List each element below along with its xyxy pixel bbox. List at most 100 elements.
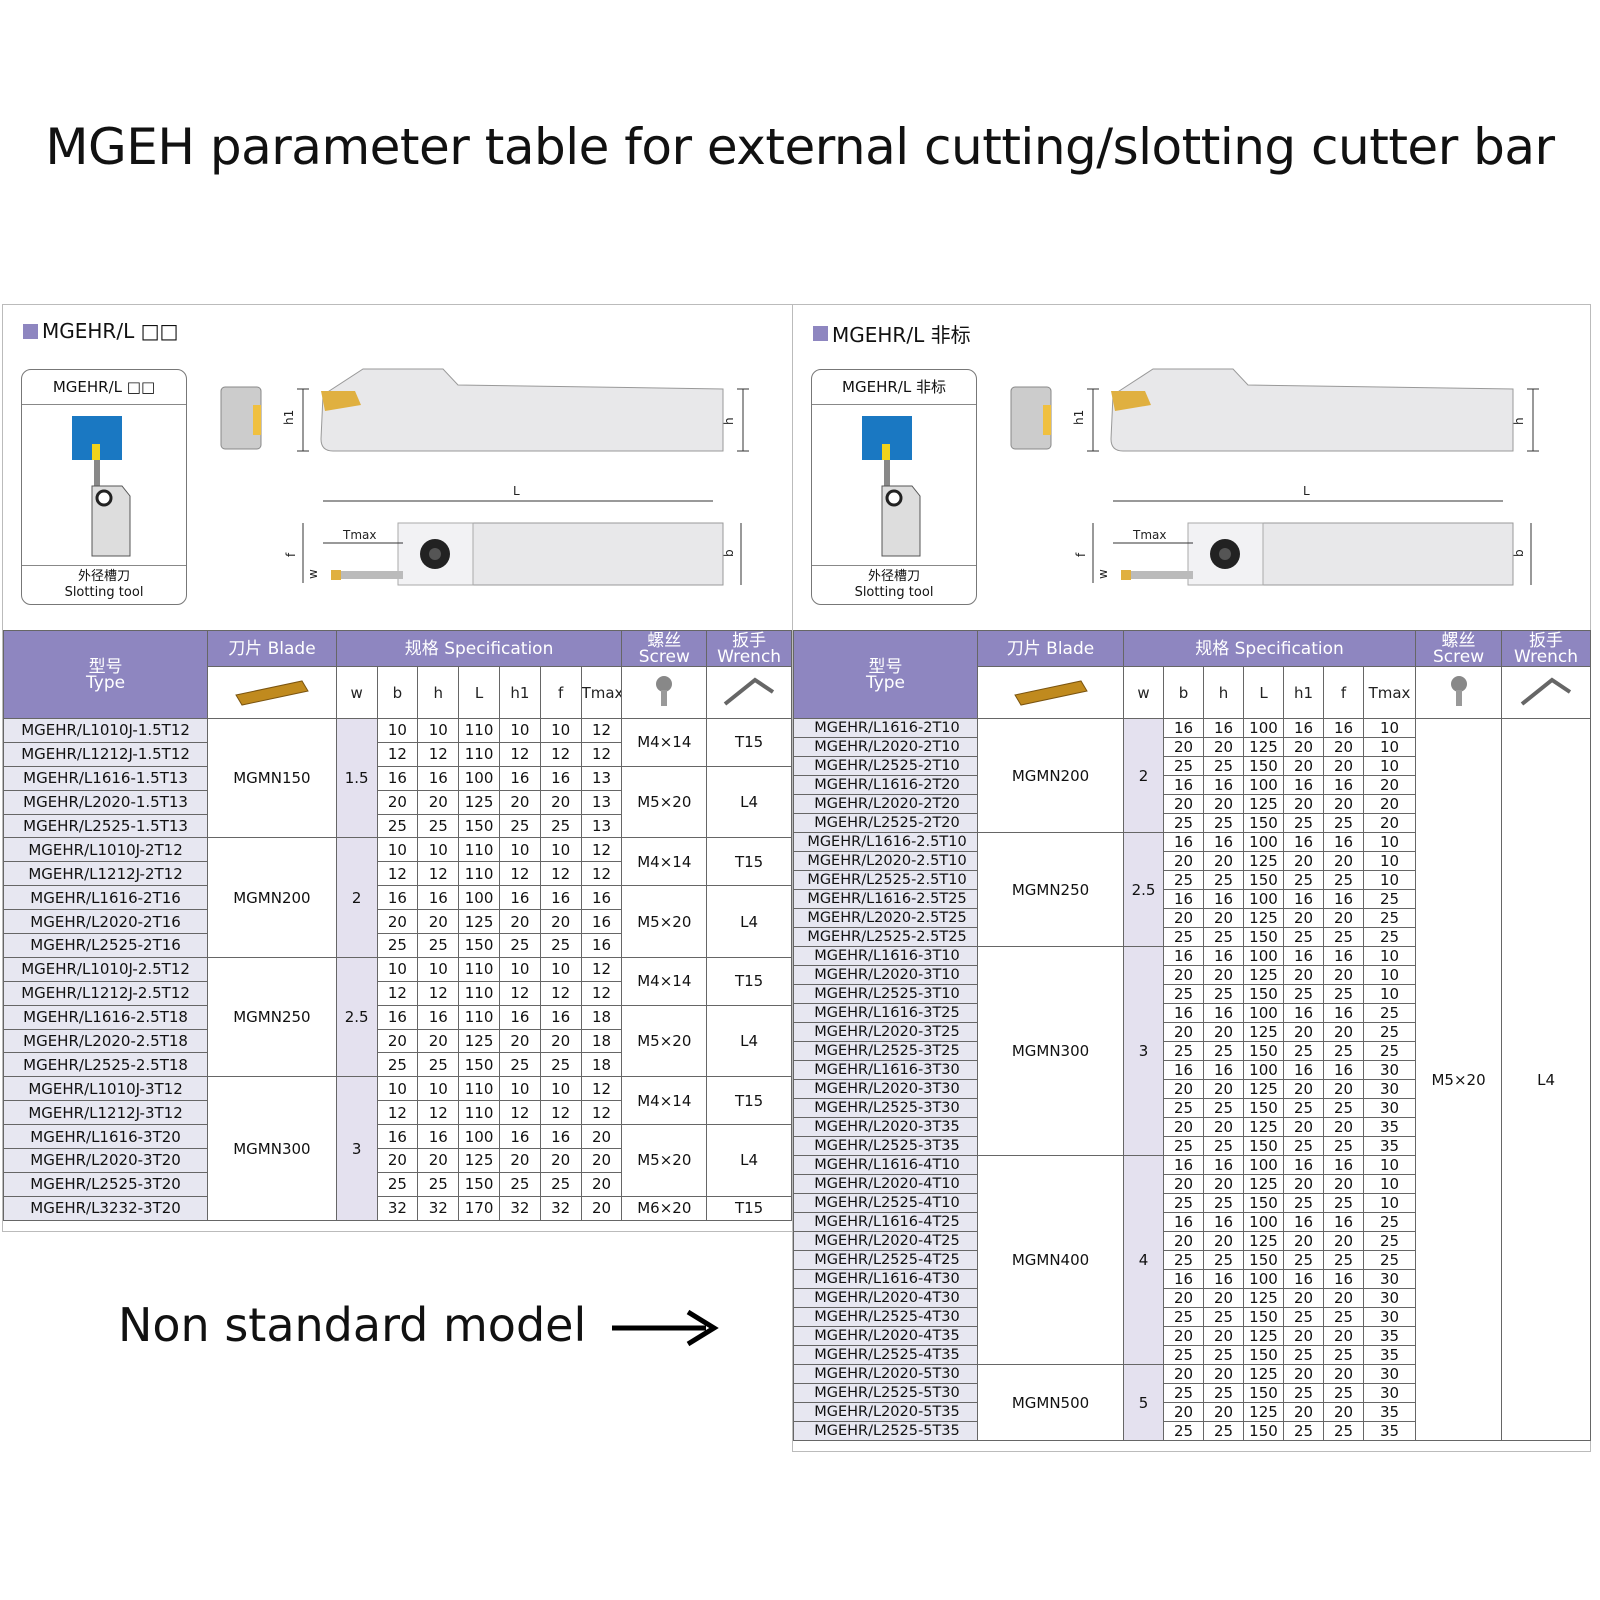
tmax-cell: 18 [580,1004,623,1030]
w-cell: 3 [1123,946,1164,1156]
h1-cell: 20 [1283,1231,1324,1251]
type-cell: MGEHR/L2525-4T35 [793,1345,978,1365]
f-cell: 20 [1323,965,1364,985]
b-cell: 20 [376,789,419,815]
tmax-cell: 16 [580,885,623,911]
type-cell: MGEHR/L2525-2.5T10 [793,870,978,890]
h-cell: 20 [417,789,460,815]
h1-cell: 16 [498,885,541,911]
b-cell: 16 [1163,1060,1204,1080]
type-header-en: Type [865,672,906,693]
tmax-cell: 12 [580,718,623,743]
w-cell: 5 [1123,1364,1164,1441]
L-cell: 150 [1243,1421,1284,1441]
h1-cell: 16 [1283,775,1324,795]
b-cell: 25 [1163,1421,1204,1441]
tmax-cell: 35 [1362,1326,1417,1346]
screw-cell: M5×20 [621,765,708,839]
col-b: b [1163,666,1204,719]
b-cell: 25 [1163,1136,1204,1156]
h-cell: 16 [1203,1060,1244,1080]
b-cell: 25 [1163,1345,1204,1365]
type-cell: MGEHR/L1616-2T16 [2,885,209,911]
screw-cell: M6×20 [621,1195,708,1221]
col-f: f [1323,666,1364,719]
blade-image [207,666,337,719]
type-cell: MGEHR/L1616-2T20 [793,775,978,795]
b-cell: 20 [376,1148,419,1173]
blade-cell: MGMN150 [207,717,337,839]
type-cell: MGEHR/L2525-3T35 [793,1136,978,1156]
h-cell: 20 [1203,1117,1244,1137]
h1-cell: 20 [1283,851,1324,871]
f-cell: 20 [1323,1022,1364,1042]
dim-h-label: h [1512,417,1526,425]
wrench-header-cn: 扳手 [732,630,767,651]
h-cell: 16 [1203,1155,1244,1175]
tmax-cell: 20 [1362,794,1417,814]
f-cell: 10 [539,956,582,982]
wrench-header-en: Wrench [1514,646,1579,667]
L-cell: 150 [1243,813,1284,833]
b-cell: 25 [1163,984,1204,1004]
tmax-cell: 25 [1362,1022,1417,1042]
tmax-cell: 13 [580,765,623,791]
h1-cell: 16 [1283,1003,1324,1023]
L-cell: 100 [458,1124,500,1150]
f-cell: 20 [539,1148,582,1173]
b-cell: 20 [1163,794,1204,814]
L-cell: 150 [1243,1345,1284,1365]
screw-cell: M4×14 [621,837,708,887]
b-cell: 20 [1163,1231,1204,1251]
b-cell: 20 [1163,1288,1204,1308]
tmax-cell: 18 [580,1052,623,1078]
tmax-cell: 10 [1362,851,1417,871]
type-cell: MGEHR/L1616-4T10 [793,1155,978,1175]
type-cell: MGEHR/L2020-2.5T10 [793,851,978,871]
tmax-cell: 25 [1362,908,1417,928]
L-cell: 125 [1243,1117,1284,1137]
L-cell: 125 [1243,965,1284,985]
tmax-cell: 13 [580,789,623,815]
b-cell: 20 [1163,1174,1204,1194]
tmax-cell: 20 [580,1124,623,1150]
L-cell: 125 [1243,908,1284,928]
blade-cell: MGMN250 [977,832,1124,947]
type-cell: MGEHR/L2525-2T10 [793,756,978,776]
h-cell: 25 [1203,1421,1244,1441]
L-cell: 100 [1243,718,1284,738]
h-cell: 20 [1203,1288,1244,1308]
f-cell: 20 [1323,1231,1364,1251]
tmax-cell: 30 [1362,1098,1417,1118]
b-cell: 25 [1163,1193,1204,1213]
b-cell: 20 [1163,851,1204,871]
type-cell: MGEHR/L1212J-2T12 [2,861,209,887]
L-cell: 125 [458,1028,500,1054]
slotting-tool-icon [862,416,921,557]
h1-cell: 20 [1283,965,1324,985]
h1-cell: 16 [498,1124,541,1150]
L-cell: 150 [458,1171,500,1197]
f-cell: 25 [539,1052,582,1078]
b-cell: 25 [1163,1041,1204,1061]
w-cell: 2 [335,837,378,958]
type-cell: MGEHR/L2525-4T10 [793,1193,978,1213]
col-w: w [1123,666,1164,719]
col-h: h [1203,666,1244,719]
L-cell: 125 [1243,1402,1284,1422]
tmax-cell: 25 [1362,1212,1417,1232]
b-cell: 20 [1163,1079,1204,1099]
spec-header: 规格 Specification [1122,630,1417,667]
type-cell: MGEHR/L2020-5T30 [793,1364,978,1384]
caption-cn: 外径槽刀 [867,569,920,584]
h-cell: 16 [1203,718,1244,738]
h1-cell: 25 [1283,870,1324,890]
